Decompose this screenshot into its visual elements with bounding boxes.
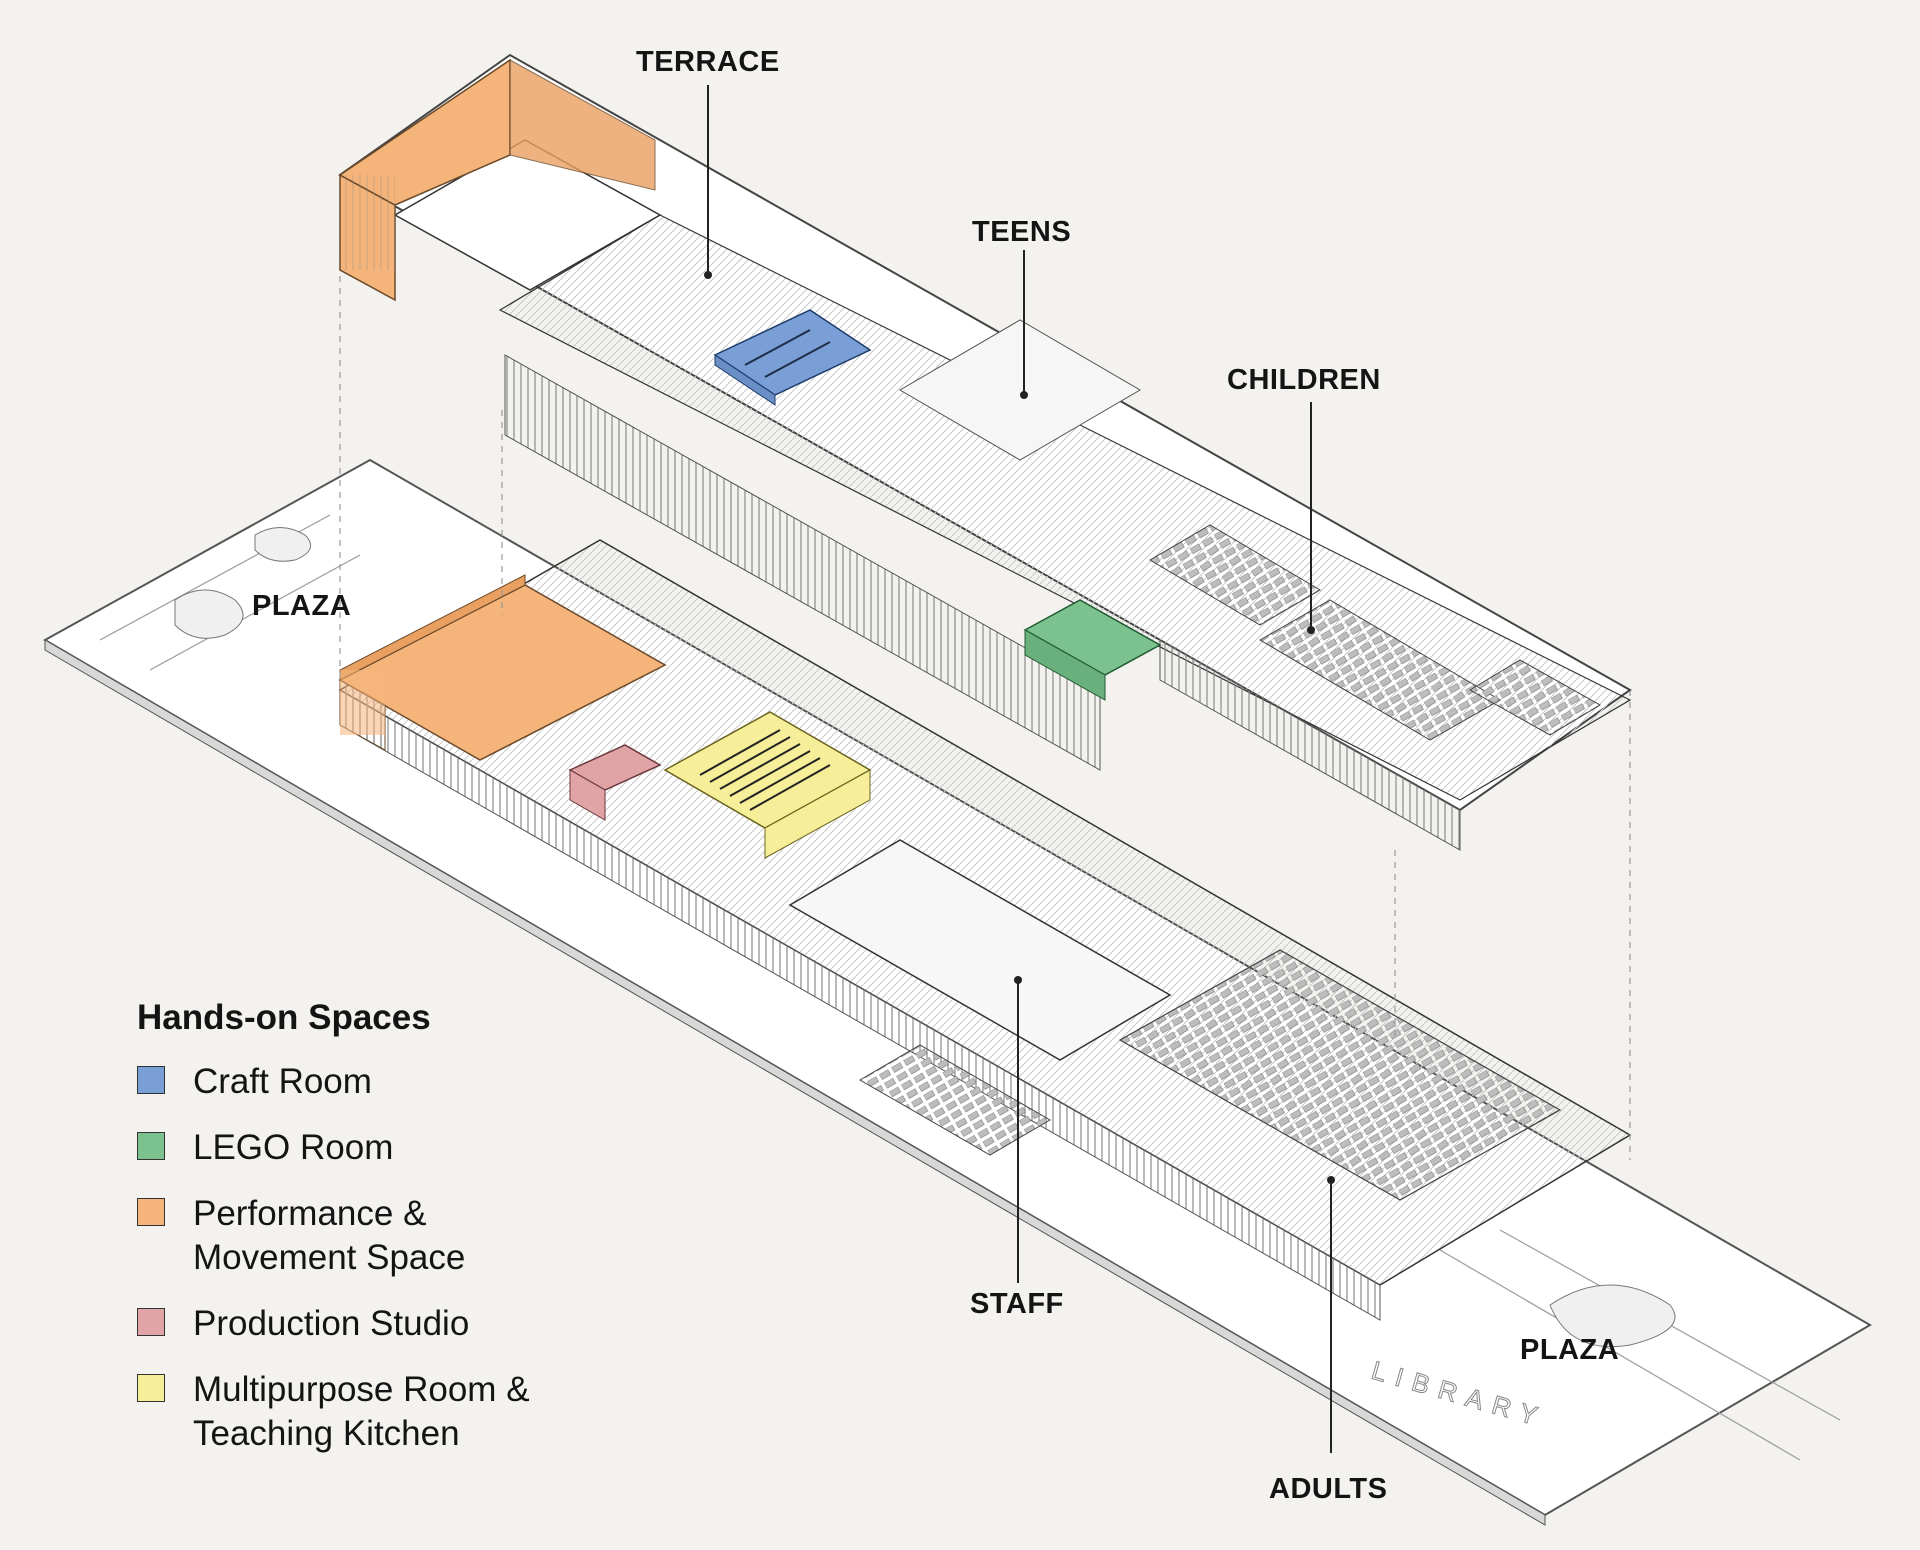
multipurpose-seating [699,729,831,811]
callout-terrace: TERRACE [636,46,780,78]
legend-item-craft-room: Craft Room [137,1060,530,1104]
performance-upper-slats [340,175,395,270]
swatch-performance [137,1198,165,1226]
legend-label: Performance & Movement Space [193,1194,466,1277]
callout-children: CHILDREN [1227,364,1381,396]
leader-dots [704,271,1335,1184]
craft-room-wall [714,354,776,406]
legend: Hands-on Spaces Craft Room LEGO Room Per… [137,998,530,1478]
legend-item-production-studio: Production Studio [137,1302,530,1346]
legend-item-performance: Performance & Movement Space [137,1192,530,1280]
swatch-production-studio [137,1308,165,1336]
craft-tables [744,329,831,378]
legend-item-multipurpose: Multipurpose Room & Teaching Kitchen [137,1368,530,1456]
leader-lines [707,85,1332,1453]
upper-stacks-right [1469,659,1601,736]
upper-floor-facade-right [1159,639,1461,851]
callout-adults: ADULTS [1269,1473,1388,1505]
plaza-bench-right [1549,1284,1676,1348]
teens-area [899,319,1141,461]
legend-label: Craft Room [193,1062,372,1101]
multipurpose-room-wall [764,769,871,859]
projection-lines [339,240,1631,1160]
adults-stacks [1118,949,1562,1201]
plaza-bench-left-2 [254,527,312,562]
swatch-craft-room [137,1066,165,1094]
swatch-multipurpose [137,1374,165,1402]
swatch-lego-room [137,1132,165,1160]
callout-teens: TEENS [972,216,1072,248]
ground-stacks-left [859,1044,1051,1156]
staff-area [788,839,1172,1061]
legend-label: Production Studio [193,1304,470,1343]
upper-floor-facade [504,354,1101,771]
production-studio-wall [569,769,606,821]
callout-staff: STAFF [970,1288,1064,1320]
ground-floor-slab-edge [44,639,1546,1526]
legend-title: Hands-on Spaces [137,998,431,1037]
legend-item-lego-room: LEGO Room [137,1126,530,1170]
legend-label: LEGO Room [193,1128,394,1167]
plaza-bench-left [174,589,244,639]
legend-label: Multipurpose Room & Teaching Kitchen [193,1370,530,1453]
ground-floor: LIBRARY [42,458,1872,1526]
performance-space-upper-right [509,59,656,191]
lego-room-wall [1024,629,1106,701]
children-stacks-2 [1149,524,1321,626]
callout-plaza-right: PLAZA [1520,1334,1620,1366]
upper-floor [338,53,1632,851]
performance-curtain [340,670,385,735]
callout-plaza-left: PLAZA [252,590,352,622]
